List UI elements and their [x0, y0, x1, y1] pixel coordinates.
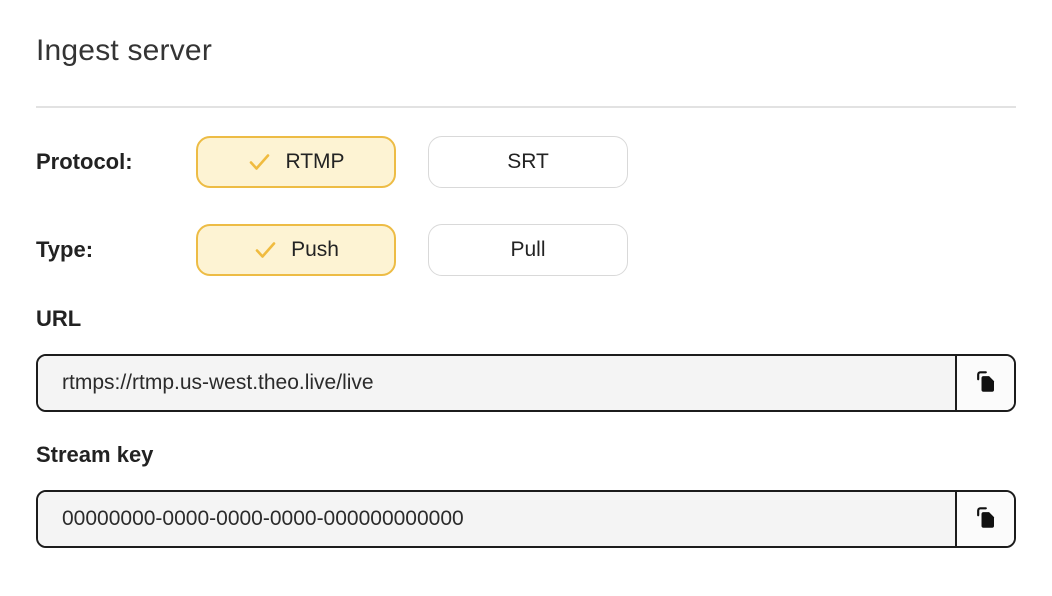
copy-stream-key-button[interactable]: [955, 492, 1014, 546]
url-label: URL: [36, 306, 82, 331]
page-title: Ingest server: [36, 34, 213, 67]
protocol-option-srt-label: SRT: [507, 150, 549, 173]
stream-key-input-group: [36, 490, 1016, 548]
copy-icon: [972, 504, 999, 535]
type-option-push-label: Push: [291, 238, 339, 261]
type-label: Type:: [36, 237, 94, 262]
protocol-label: Protocol:: [36, 149, 133, 174]
type-option-push[interactable]: Push: [196, 224, 396, 276]
protocol-option-rtmp[interactable]: RTMP: [196, 136, 396, 188]
protocol-toggle-group: RTMP SRT: [196, 136, 628, 188]
stream-key-input[interactable]: [38, 492, 955, 546]
type-row: Type: Push Pull: [36, 224, 1016, 276]
type-option-pull[interactable]: Pull: [428, 224, 628, 276]
protocol-option-rtmp-label: RTMP: [285, 150, 345, 173]
stream-key-label: Stream key: [36, 442, 154, 467]
ingest-server-panel: Ingest server Protocol: RTMP SRT Type:: [36, 34, 1016, 548]
divider: [36, 106, 1016, 108]
check-icon: [247, 151, 272, 173]
protocol-option-srt[interactable]: SRT: [428, 136, 628, 188]
url-input-group: [36, 354, 1016, 412]
type-option-pull-label: Pull: [510, 238, 546, 261]
copy-icon: [972, 368, 999, 399]
type-toggle-group: Push Pull: [196, 224, 628, 276]
url-input[interactable]: [38, 356, 955, 410]
protocol-row: Protocol: RTMP SRT: [36, 136, 1016, 188]
copy-url-button[interactable]: [955, 356, 1014, 410]
check-icon: [253, 239, 278, 261]
